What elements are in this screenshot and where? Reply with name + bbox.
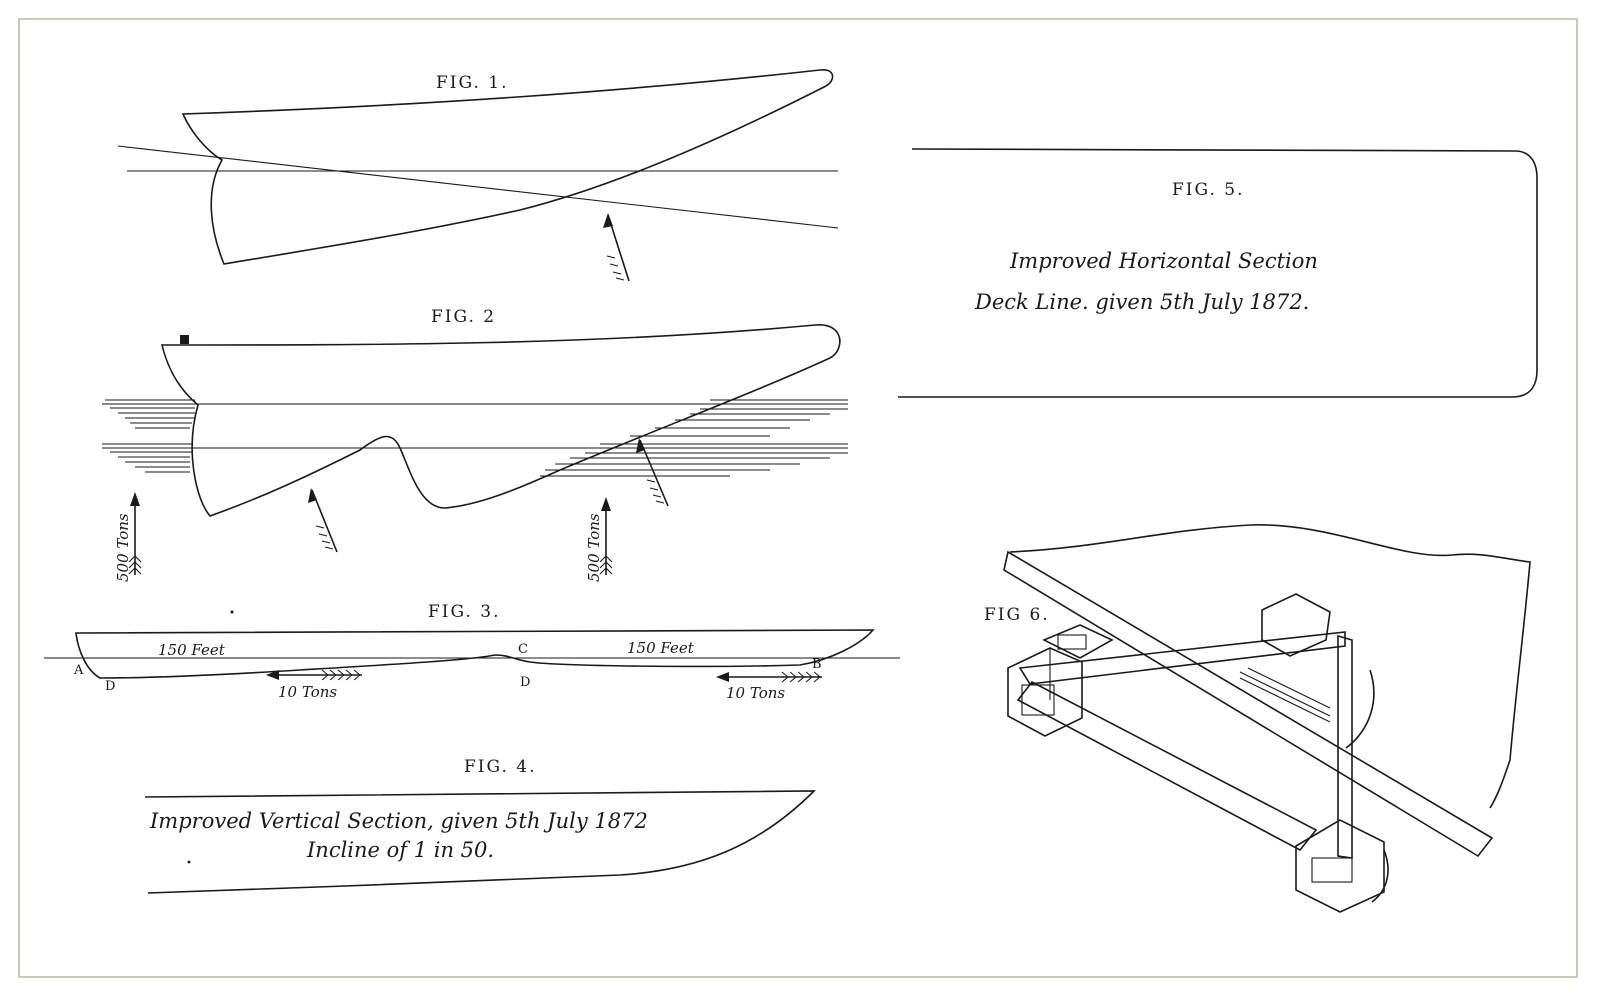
fig2-label: FIG. 2 xyxy=(431,307,496,327)
fig4-section-outline xyxy=(144,790,816,894)
fig1: FIG. 1. xyxy=(117,69,839,282)
fig1-force-arrow xyxy=(603,213,630,282)
fig2-water-hatching-left xyxy=(102,399,195,473)
fig3-point-c: C xyxy=(518,642,528,657)
fig2-hull xyxy=(160,324,841,517)
fig6-shading xyxy=(1239,667,1331,723)
fig2-force-arrow-left xyxy=(308,488,338,553)
fig3-length-right: 150 Feet xyxy=(627,639,695,657)
fig3-force-label-right: 10 Tons xyxy=(726,684,785,702)
fig3-speck xyxy=(230,610,234,614)
plate-border xyxy=(18,18,1578,978)
fig4-speck xyxy=(187,860,191,864)
fig2-force-label-right: 500 Tons xyxy=(585,513,603,582)
fig6-cross-beam xyxy=(1018,631,1346,685)
fig1-hull xyxy=(181,69,834,265)
fig3: FIG. 3. 150 Feet 150 Feet A D C D B 10 T… xyxy=(44,602,900,702)
fig3-label: FIG. 3. xyxy=(428,602,501,622)
fig6: FIG 6. xyxy=(984,524,1531,913)
fig4-label: FIG. 4. xyxy=(464,757,537,777)
fig2: FIG. 2 xyxy=(102,307,848,582)
fig1-incline-line xyxy=(117,145,839,229)
fig3-point-b: B xyxy=(812,657,822,672)
fig6-deck-surface xyxy=(1009,524,1531,809)
fig5: FIG. 5. Improved Horizontal Section Deck… xyxy=(898,148,1538,398)
fig6-label: FIG 6. xyxy=(984,605,1050,625)
fig4-caption-line1: Improved Vertical Section, given 5th Jul… xyxy=(149,809,648,833)
fig2-water-hatching-right xyxy=(540,399,848,477)
fig6-diagonal-beam xyxy=(1003,550,1494,858)
fig6-block-left xyxy=(1007,647,1083,737)
fig5-section-outline xyxy=(898,148,1538,398)
fig2-force-label-left: 500 Tons xyxy=(114,513,132,582)
fig6-side-rail xyxy=(1016,680,1318,852)
fig6-block-front xyxy=(1295,819,1389,913)
fig3-length-left: 150 Feet xyxy=(158,641,226,659)
fig2-bow-marker xyxy=(180,335,189,344)
fig3-force-arrow-left xyxy=(266,669,362,681)
fig1-label: FIG. 1. xyxy=(436,73,509,93)
fig2-vertical-arrow-left xyxy=(128,492,142,575)
fig6-block-mid xyxy=(1042,624,1114,659)
fig6-block-rear xyxy=(1261,593,1375,749)
fig3-force-label-left: 10 Tons xyxy=(278,683,337,701)
fig3-point-d-mid: D xyxy=(520,675,530,690)
fig2-force-arrow-right xyxy=(636,438,669,507)
fig5-caption-line2: Deck Line. given 5th July 1872. xyxy=(974,290,1309,314)
fig3-point-a: A xyxy=(73,663,84,678)
fig3-point-d-left: D xyxy=(105,679,115,694)
fig5-caption-line1: Improved Horizontal Section xyxy=(1009,249,1318,273)
fig4-caption-line2: Incline of 1 in 50. xyxy=(306,838,494,862)
fig5-label: FIG. 5. xyxy=(1172,180,1245,200)
fig3-force-arrow-right xyxy=(716,671,822,683)
fig3-hull xyxy=(75,629,875,679)
fig4: FIG. 4. Improved Vertical Section, given… xyxy=(144,757,816,894)
fig2-vertical-arrow-right xyxy=(599,497,613,575)
